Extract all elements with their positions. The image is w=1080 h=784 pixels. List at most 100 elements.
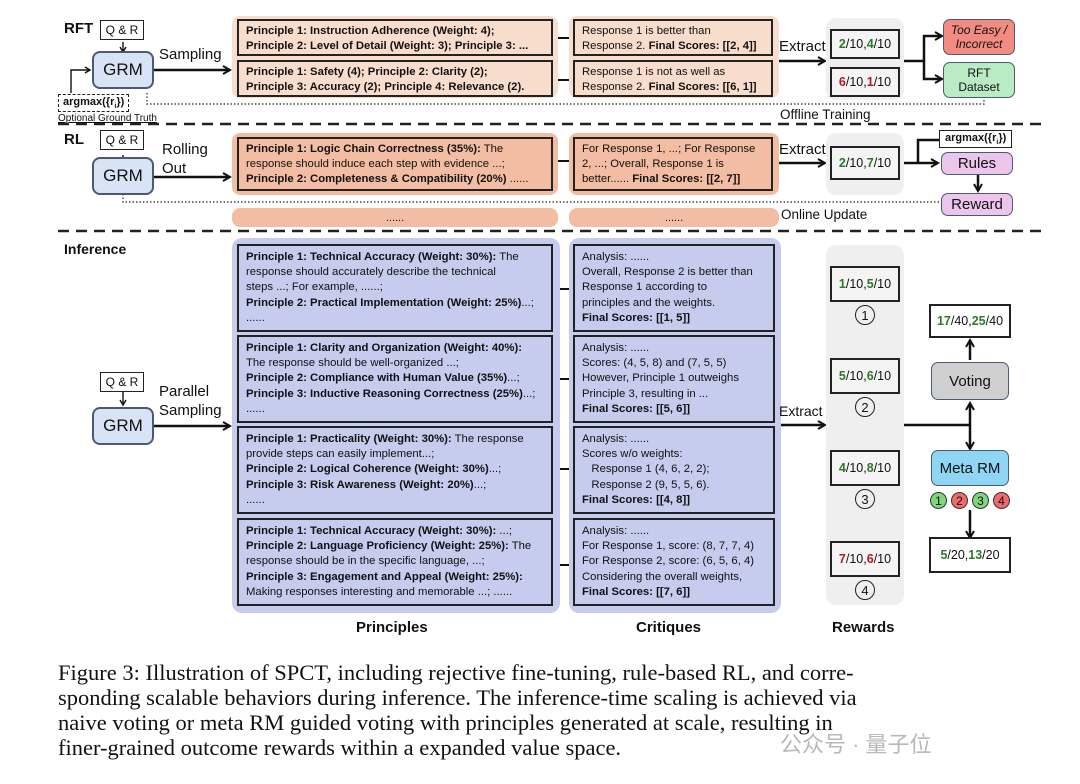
box-text: Principle 3, resulting in ...	[582, 387, 709, 400]
box-text: ......	[246, 402, 265, 415]
score-den: /10	[873, 37, 892, 51]
critique-text: 2, ...; Overall, Response 1 is	[582, 158, 724, 170]
principle-text: response should induce each step with ev…	[246, 158, 505, 170]
critiques-column-header: Critiques	[636, 619, 702, 636]
inference-section-label: Inference	[64, 241, 127, 257]
score-a: 2	[838, 156, 846, 170]
caption-line: sponding scalable behaviors during infer…	[58, 685, 857, 710]
box-text-bold: Principle 2: Language Proficiency (Weigh…	[246, 540, 509, 553]
box-text: Scores: (4, 5, 8) and (7, 5, 5)	[582, 357, 727, 370]
inference-principle-box: Principle 1: Practicality (Weight: 30%):…	[237, 426, 553, 514]
principle-text: The	[480, 143, 504, 155]
box-text: provide steps can easily implement...;	[246, 448, 435, 461]
box-text-bold: Final Scores: [[7, 6]]	[582, 585, 690, 598]
score-a: 7	[838, 552, 846, 566]
rft-principle-box: Principle 1: Safety (4); Principle 2: Cl…	[237, 60, 553, 97]
box-text-bold: Principle 2: Compliance with Human Value…	[246, 372, 508, 385]
score-den: /10	[845, 277, 864, 291]
box-text: The response should be well-organized ..…	[246, 357, 459, 370]
watermark: 公众号 · 量子位	[780, 732, 932, 757]
rft-sampling-label: Sampling	[159, 46, 222, 63]
rft-argmax-arrow	[70, 66, 92, 93]
box-text: steps ...; For example, ......;	[246, 281, 383, 294]
argmax-text: argmax({r	[945, 132, 997, 144]
sample-index-circle: 3	[855, 489, 875, 509]
score-sep: ,	[863, 552, 867, 566]
rft-extract-label: Extract	[779, 38, 826, 55]
score-den: /20,	[947, 548, 969, 562]
score-a: 4	[838, 461, 846, 475]
sample-index-circle: 1	[855, 305, 875, 325]
box-text-bold: Final Scores: [[4, 8]]	[582, 493, 690, 506]
box-text: ...;	[473, 478, 487, 491]
too-easy-text: Too Easy /	[950, 23, 1008, 37]
rl-reward-box: 2/10, 7/10	[830, 146, 900, 180]
offline-training-label: Offline Training	[779, 107, 872, 122]
box-text: Analysis: ......	[582, 433, 650, 445]
box-text: Overall, Response 2 is better than	[582, 266, 753, 279]
box-text: response should accurately describe the …	[246, 266, 496, 279]
rft-grm-box: GRM	[92, 51, 154, 89]
rft-section-label: RFT	[64, 20, 94, 37]
score-den: /20	[982, 548, 1000, 562]
online-update-label: Online Update	[781, 207, 868, 222]
reward-box: Reward	[941, 193, 1013, 216]
box-text: ......	[246, 493, 265, 506]
box-text: Considering the overall weights,	[582, 570, 743, 583]
score-den: /10	[873, 277, 892, 291]
principle-text: Principle 1: Safety (4); Principle 2: Cl…	[246, 66, 488, 78]
box-text: Making responses interesting and memorab…	[246, 585, 513, 598]
inference-principle-box: Principle 1: Clarity and Organization (W…	[237, 335, 553, 423]
box-text: ...;	[496, 525, 512, 537]
inference-reward-box: 4/10, 8/10	[830, 450, 900, 486]
voting-result-box: 17/40, 25/40	[929, 304, 1011, 338]
principle-text: Principle 1: Instruction Adherence (Weig…	[246, 25, 495, 37]
parallel-text: Parallel	[159, 383, 210, 400]
box-text: The response	[451, 433, 524, 445]
principle-text: Principle 2: Completeness & Compatibilit…	[246, 173, 507, 185]
principle-text: Principle 3: Accuracy (2); Principle 4: …	[246, 81, 525, 93]
inference-critique-box: Analysis: ...... For Response 1, score: (…	[573, 518, 775, 606]
box-text-bold: Final Scores: [[1, 5]]	[582, 311, 690, 324]
box-text-bold: Principle 2: Logical Coherence (Weight: …	[246, 463, 489, 476]
critique-text: Response 2.	[582, 81, 649, 93]
box-text: Response 1 according to	[582, 281, 707, 294]
score-den: /10	[873, 75, 892, 89]
sample-index-circle: 4	[855, 580, 875, 600]
score-den: /10,	[845, 156, 867, 170]
caption-line: naive voting or meta RM guided voting wi…	[58, 710, 833, 735]
score-b: 8	[866, 461, 874, 475]
principle-text: Principle 2: Level of Detail (Weight: 3)…	[246, 40, 529, 52]
rft-dataset-text: Dataset	[958, 80, 1000, 94]
rl-section-label: RL	[64, 131, 84, 148]
box-text: Analysis: ......	[582, 342, 650, 354]
rules-box: Rules	[941, 152, 1013, 175]
box-text: For Response 1, score: (8, 7, 7, 4)	[582, 540, 755, 553]
box-text: Analysis: ......	[582, 251, 650, 263]
box-text: Response 1 (4, 6, 2, 2);	[582, 463, 710, 476]
box-text-bold: Principle 3: Engagement and Appeal (Weig…	[246, 570, 523, 583]
principle-text: Principle 1: Logic Chain Correctness (35…	[246, 143, 481, 155]
rl-argmax-box: argmax({ri})	[939, 130, 1013, 149]
meta-rm-rejected-circle: 2	[951, 492, 968, 509]
score-b: 6	[866, 552, 874, 566]
box-text-bold: Principle 1: Technical Accuracy (Weight:…	[246, 251, 497, 263]
inference-extract-label: Extract	[779, 403, 823, 419]
meta-rm-result-box: 5/20, 13/20	[929, 537, 1011, 573]
score-a: 6	[838, 75, 846, 89]
score-b: 1	[866, 75, 874, 89]
argmax-close: })	[116, 96, 125, 108]
meta-rm-box: Meta RM	[931, 450, 1009, 486]
box-text: Analysis: ......	[582, 525, 650, 537]
box-text: response should be in the specific langu…	[246, 555, 485, 568]
score-b: 25	[971, 314, 986, 328]
score-b: 7	[866, 156, 874, 170]
argmax-text: argmax({r	[63, 96, 115, 108]
score-b: 6	[866, 369, 874, 383]
ground-truth-label: Optional Ground Truth	[58, 113, 157, 124]
score-den: /40,	[950, 314, 972, 328]
score-den: /10,	[845, 37, 867, 51]
box-text: ......	[246, 311, 265, 324]
score-a: 1	[838, 277, 846, 291]
